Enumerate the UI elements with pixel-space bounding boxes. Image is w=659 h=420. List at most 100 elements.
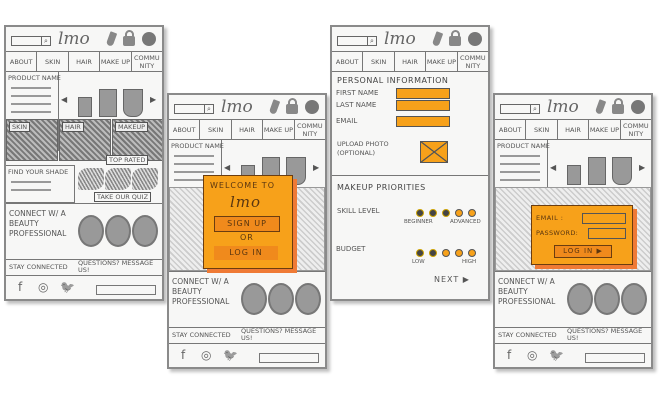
search-input[interactable]: ⌕ bbox=[337, 36, 377, 46]
professional-avatar[interactable] bbox=[132, 215, 158, 247]
budget-option[interactable] bbox=[442, 249, 450, 257]
nav-tab[interactable]: HAIR bbox=[69, 52, 101, 71]
carousel-next-icon[interactable]: ▶ bbox=[639, 163, 646, 172]
nav-tab[interactable]: MAKE UP bbox=[426, 52, 458, 71]
logo[interactable]: lmo bbox=[384, 29, 416, 49]
skill-level-label: SKILL LEVEL bbox=[337, 207, 380, 215]
nav-tab[interactable]: HAIR bbox=[558, 120, 590, 139]
upload-photo-button[interactable] bbox=[420, 141, 448, 163]
pen-icon[interactable] bbox=[594, 99, 607, 115]
first-name-input[interactable] bbox=[396, 88, 450, 99]
search-input[interactable]: ⌕ bbox=[500, 104, 540, 114]
nav-tab[interactable]: SKIN bbox=[37, 52, 69, 71]
sign-up-button[interactable]: SIGN UP bbox=[214, 216, 280, 232]
nav-tab[interactable]: ABOUT bbox=[169, 120, 201, 139]
nav-tab[interactable]: ABOUT bbox=[332, 52, 364, 71]
tile-skin[interactable] bbox=[6, 119, 58, 161]
instagram-icon[interactable]: ◎ bbox=[38, 280, 49, 294]
shade-swatch[interactable] bbox=[78, 168, 104, 190]
nav-tab[interactable]: COMMUNITY bbox=[297, 121, 323, 138]
lock-icon[interactable] bbox=[449, 30, 461, 46]
pen-icon[interactable] bbox=[105, 31, 118, 47]
nav-tab[interactable]: COMMUNITY bbox=[134, 53, 160, 70]
logo[interactable]: lmo bbox=[221, 97, 253, 117]
carousel-prev-icon[interactable]: ◀ bbox=[61, 95, 68, 104]
professional-avatar[interactable] bbox=[594, 283, 620, 315]
nav-tab[interactable]: HAIR bbox=[232, 120, 264, 139]
professional-avatar[interactable] bbox=[105, 215, 131, 247]
next-button[interactable]: NEXT ▶ bbox=[434, 275, 470, 284]
twitter-icon[interactable]: 🐦 bbox=[549, 348, 564, 362]
twitter-icon[interactable]: 🐦 bbox=[60, 280, 75, 294]
user-icon[interactable] bbox=[468, 32, 482, 46]
text-line bbox=[174, 163, 214, 165]
skill-level-option[interactable] bbox=[455, 209, 463, 217]
pen-icon[interactable] bbox=[431, 31, 444, 47]
take-quiz-button[interactable]: TAKE OUR QUIZ bbox=[94, 192, 152, 202]
nav-tab[interactable]: ABOUT bbox=[6, 52, 38, 71]
twitter-icon[interactable]: 🐦 bbox=[223, 348, 238, 362]
lock-icon[interactable] bbox=[612, 98, 624, 114]
facebook-icon[interactable]: f bbox=[18, 280, 23, 294]
email-input[interactable] bbox=[582, 213, 626, 224]
search-icon[interactable]: ⌕ bbox=[41, 37, 50, 45]
log-in-button[interactable]: LOG IN ▶ bbox=[554, 245, 612, 258]
skill-level-option[interactable] bbox=[442, 209, 450, 217]
carousel-prev-icon[interactable]: ◀ bbox=[224, 163, 231, 172]
nav-tab[interactable]: MAKE UP bbox=[100, 52, 132, 71]
search-input[interactable]: ⌕ bbox=[174, 104, 214, 114]
message-input[interactable] bbox=[96, 285, 156, 295]
instagram-icon[interactable]: ◎ bbox=[527, 348, 538, 362]
text-line bbox=[11, 103, 51, 105]
nav-tab[interactable]: MAKE UP bbox=[589, 120, 621, 139]
nav-tab[interactable]: SKIN bbox=[526, 120, 558, 139]
nav-tab[interactable]: COMMUNITY bbox=[460, 53, 486, 70]
facebook-icon[interactable]: f bbox=[507, 348, 512, 362]
lock-icon[interactable] bbox=[123, 30, 135, 46]
professional-avatar[interactable] bbox=[295, 283, 321, 315]
last-name-input[interactable] bbox=[396, 100, 450, 111]
professional-avatar[interactable] bbox=[78, 215, 104, 247]
user-icon[interactable] bbox=[305, 100, 319, 114]
message-input[interactable] bbox=[585, 353, 645, 363]
carousel-prev-icon[interactable]: ◀ bbox=[550, 163, 557, 172]
nav-tab[interactable]: COMMUNITY bbox=[623, 121, 649, 138]
user-icon[interactable] bbox=[631, 100, 645, 114]
instagram-icon[interactable]: ◎ bbox=[201, 348, 212, 362]
shade-swatch[interactable] bbox=[132, 168, 158, 190]
carousel-next-icon[interactable]: ▶ bbox=[150, 95, 157, 104]
skill-level-option[interactable] bbox=[416, 209, 424, 217]
professional-avatar[interactable] bbox=[241, 283, 267, 315]
search-icon[interactable]: ⌕ bbox=[530, 105, 539, 113]
pen-icon[interactable] bbox=[268, 99, 281, 115]
budget-option[interactable] bbox=[455, 249, 463, 257]
nav-tab[interactable]: MAKE UP bbox=[263, 120, 295, 139]
nav-tab[interactable]: HAIR bbox=[395, 52, 427, 71]
skill-level-option[interactable] bbox=[468, 209, 476, 217]
professional-avatar[interactable] bbox=[621, 283, 647, 315]
message-input[interactable] bbox=[259, 353, 319, 363]
logo[interactable]: lmo bbox=[58, 29, 90, 49]
nav-tab[interactable]: SKIN bbox=[363, 52, 395, 71]
logo[interactable]: lmo bbox=[547, 97, 579, 117]
search-input[interactable]: ⌕ bbox=[11, 36, 51, 46]
shade-swatch[interactable] bbox=[105, 168, 131, 190]
user-icon[interactable] bbox=[142, 32, 156, 46]
budget-option[interactable] bbox=[468, 249, 476, 257]
top-rated-label[interactable]: TOP RATED bbox=[106, 155, 149, 165]
search-icon[interactable]: ⌕ bbox=[204, 105, 213, 113]
professional-avatar[interactable] bbox=[268, 283, 294, 315]
password-input[interactable] bbox=[588, 228, 626, 239]
professional-avatar[interactable] bbox=[567, 283, 593, 315]
budget-option[interactable] bbox=[416, 249, 424, 257]
facebook-icon[interactable]: f bbox=[181, 348, 186, 362]
skill-level-option[interactable] bbox=[429, 209, 437, 217]
email-input[interactable] bbox=[396, 116, 450, 127]
carousel-next-icon[interactable]: ▶ bbox=[313, 163, 320, 172]
search-icon[interactable]: ⌕ bbox=[367, 37, 376, 45]
lock-icon[interactable] bbox=[286, 98, 298, 114]
budget-option[interactable] bbox=[429, 249, 437, 257]
nav-tab[interactable]: ABOUT bbox=[495, 120, 527, 139]
nav-tab[interactable]: SKIN bbox=[200, 120, 232, 139]
log-in-button[interactable]: LOG IN bbox=[214, 246, 278, 260]
